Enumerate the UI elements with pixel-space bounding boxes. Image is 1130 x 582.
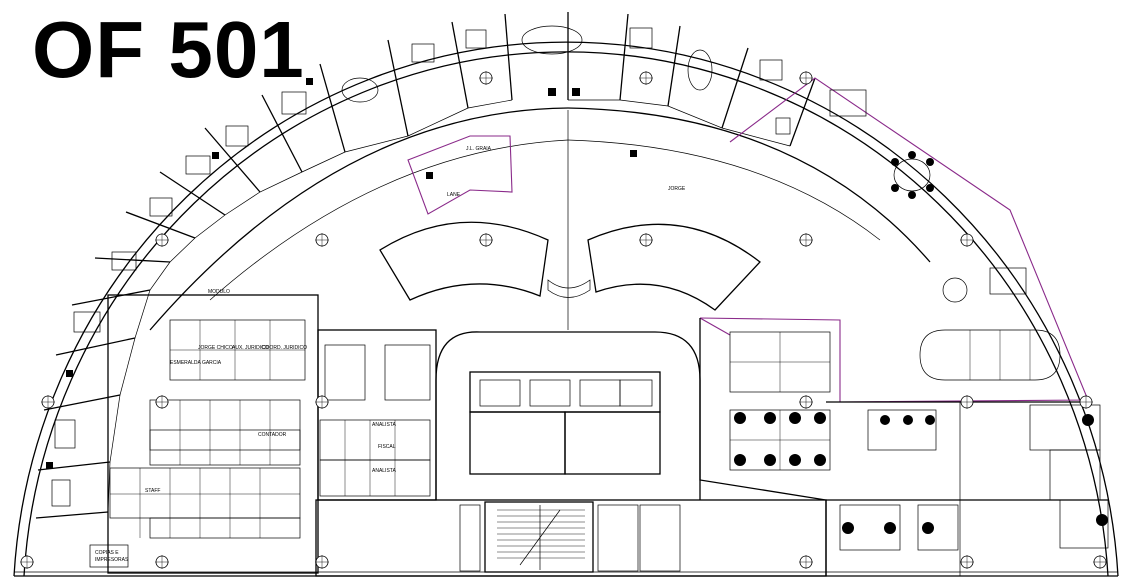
label-contador: CONTADOR [258,432,287,438]
label-modulo: MODULO [208,289,230,295]
label-jorge: JORGE [668,186,686,192]
label-fiscal: FISCAL [378,444,396,450]
offices-right [521,12,816,147]
label-staff: STAFF [145,488,160,494]
conference-room [829,89,1061,381]
offices-left [35,13,513,519]
building-core [315,110,827,577]
label-jl-graia: J.L. GRAIA [466,146,492,152]
label-coord-juridico: COORD. JURIDICO [262,345,307,351]
label-esmeralda-garcia: ESMERALDA GARCIA [170,360,222,366]
rooms-mid-left [317,329,437,501]
label-analista-1: ANALISTA [372,422,396,428]
label-jorge-chico: JORGE CHICO [198,345,233,351]
workstations-right [699,318,1109,576]
label-impresoras: IMPRESORAS [95,557,129,563]
outer-envelope [13,41,1119,577]
label-copias: COPIAS E [95,550,119,556]
chairs [46,78,1108,534]
label-lane: LANE [447,192,461,198]
label-aux-juridico: AUX. JURIDICO [232,345,269,351]
label-analista-2: ANALISTA [372,468,396,474]
stair [497,505,585,570]
structural-columns [20,71,1107,569]
room-labels: J.L. GRAIA JORGE LANE MODULO JORGE CHICO… [95,146,686,563]
corridor-arcs [149,107,931,331]
plan-title: OF 501 [32,5,305,94]
